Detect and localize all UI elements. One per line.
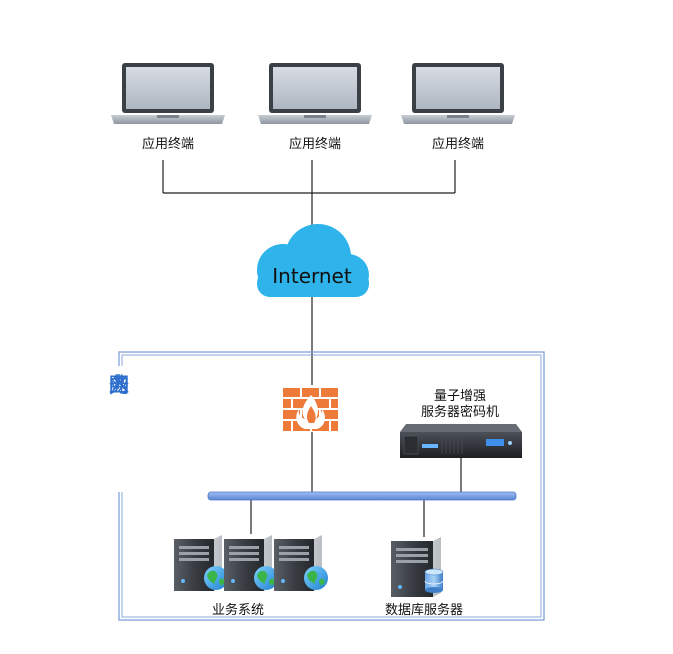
globe-icon xyxy=(204,566,228,590)
business-system-label: 业务系统 xyxy=(211,603,264,618)
crypto-device-label-line1: 量子增强 xyxy=(433,389,486,404)
zone-label-char: 务 xyxy=(108,373,130,397)
database-icon xyxy=(424,568,444,593)
cloud-label: Internet xyxy=(272,264,352,288)
laptop-icon xyxy=(111,63,225,124)
zone-label-char: 业 xyxy=(108,373,130,397)
cloud-icon xyxy=(257,224,369,297)
globe-icon xyxy=(254,566,278,590)
laptop-icon xyxy=(258,63,372,124)
database-server-label: 数据库服务器 xyxy=(384,603,463,618)
terminal-label: 应用终端 xyxy=(288,137,341,152)
network-bus xyxy=(207,491,517,501)
globe-icon xyxy=(304,566,328,590)
zone-label-char: 内 xyxy=(108,373,130,397)
zone-label-backdrop xyxy=(100,366,138,492)
terminal-label: 应用终端 xyxy=(141,137,194,152)
crypto-device-label-line2: 服务器密码机 xyxy=(420,405,499,420)
rack-server-icon xyxy=(400,424,522,458)
firewall-icon xyxy=(283,388,338,431)
connection-lines xyxy=(162,160,462,537)
laptop-icon xyxy=(401,63,515,124)
zone-label-char: 网 xyxy=(108,373,130,397)
terminal-label: 应用终端 xyxy=(431,137,484,152)
